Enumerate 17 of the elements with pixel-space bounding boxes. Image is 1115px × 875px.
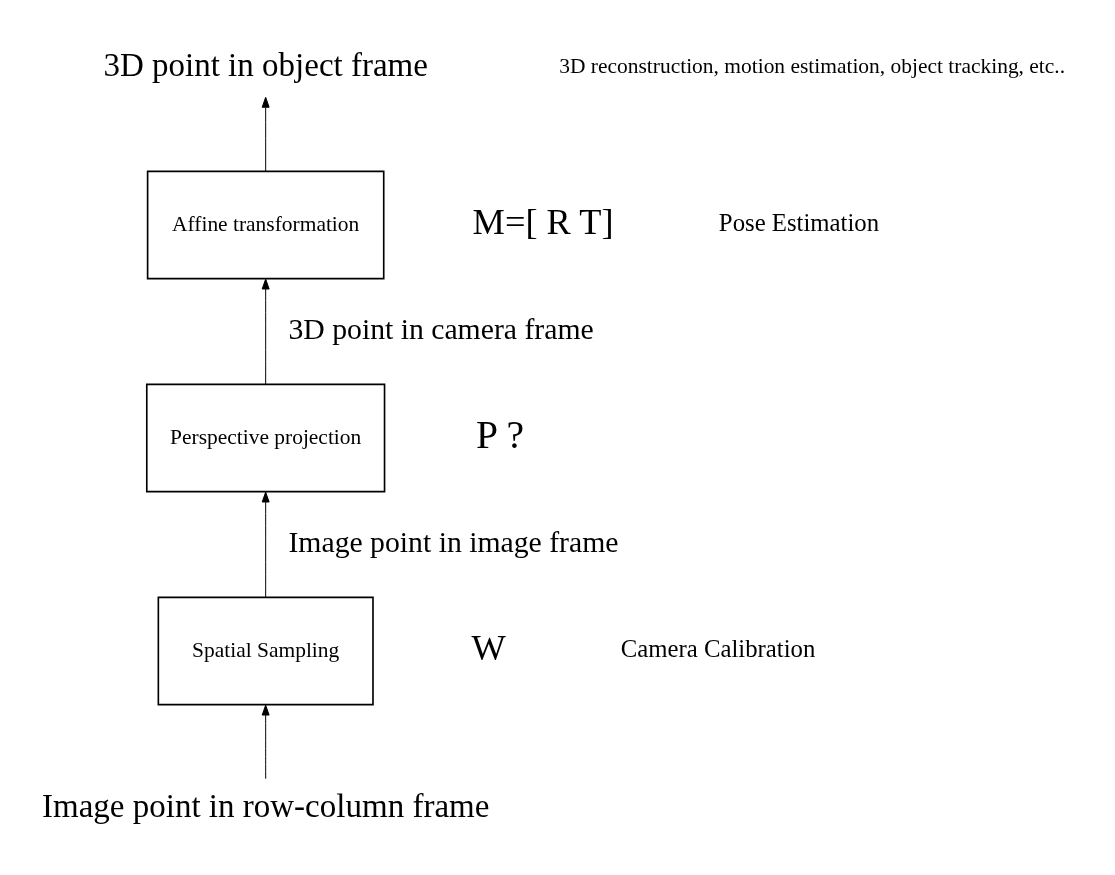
label: 3D reconstruction, motion estimation, object tracking, etc.. (559, 53, 1066, 78)
label: P ? (476, 412, 525, 457)
label: W (471, 627, 506, 668)
node-text: Image point in row-column frame (41, 787, 490, 824)
arrow (261, 704, 270, 779)
node-box: Affine transformation (146, 170, 385, 279)
arrow (261, 96, 270, 172)
node-box: Spatial Sampling (157, 596, 374, 705)
label: M=[ R T] (472, 201, 614, 242)
node-text: 3D point in object frame (103, 46, 428, 83)
edge-label: Image point in image frame (288, 525, 619, 558)
label: Camera Calibration (620, 634, 816, 662)
node-box: Perspective projection (145, 383, 386, 492)
arrow (261, 491, 270, 597)
edge-label: 3D point in camera frame (288, 312, 594, 345)
arrow (261, 278, 270, 384)
label: Pose Estimation (718, 208, 880, 236)
